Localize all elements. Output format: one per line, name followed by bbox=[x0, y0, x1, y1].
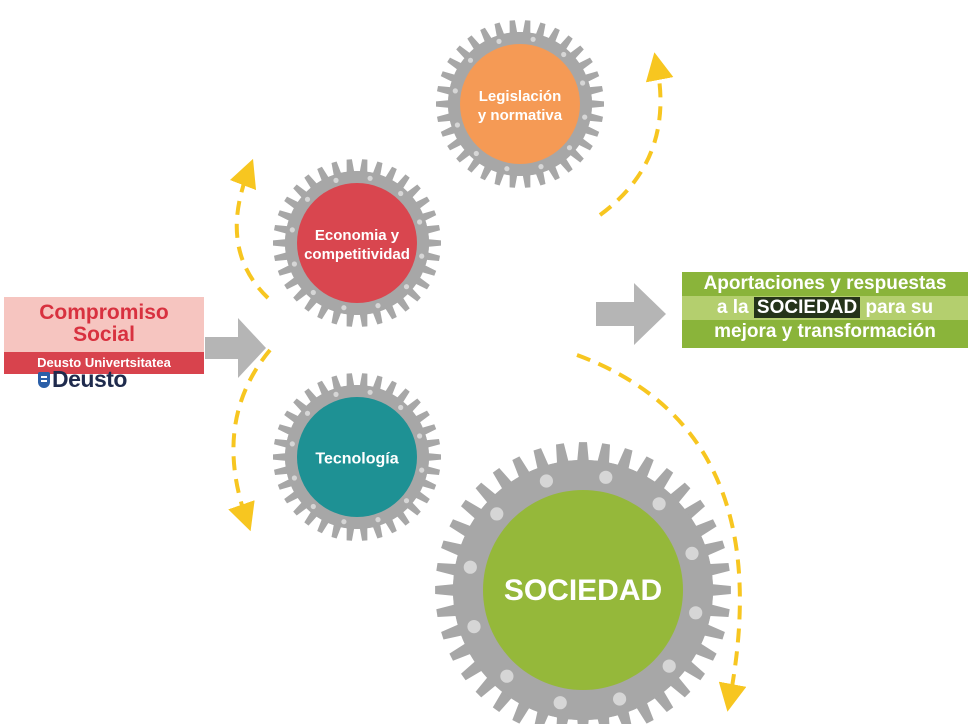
gear-tecnologia-face bbox=[297, 397, 417, 517]
output-line-2-before: a la bbox=[716, 297, 749, 318]
gear-tecnologia-label: Tecnología bbox=[315, 450, 398, 467]
gear-hole bbox=[467, 620, 481, 634]
gear-hole bbox=[613, 692, 627, 706]
gear-sociedad-label: SOCIEDAD bbox=[504, 574, 662, 607]
gear-hole bbox=[291, 261, 297, 267]
gear-legislacion-holes bbox=[452, 36, 588, 172]
gear-hole bbox=[417, 433, 423, 439]
gear-hole bbox=[403, 498, 410, 504]
gear-hole bbox=[452, 88, 458, 94]
gear-hole bbox=[289, 441, 295, 447]
left-gray-arrow bbox=[205, 318, 266, 378]
gear-legislacion-label: Legislación y normativa bbox=[478, 88, 563, 124]
gear-label-line: competitividad bbox=[304, 246, 410, 263]
gear-hole bbox=[685, 546, 699, 561]
gear-hole bbox=[490, 507, 504, 521]
gear-economia-label: Economia y competitividad bbox=[304, 227, 410, 263]
gear-hole bbox=[398, 190, 404, 197]
compromiso-social-title: Compromiso Social bbox=[4, 297, 204, 352]
shield-icon bbox=[38, 371, 50, 388]
gear-sociedad-holes bbox=[463, 470, 703, 710]
gear-legislacion: Legislación y normativa bbox=[436, 20, 604, 188]
gear-hole bbox=[463, 560, 477, 574]
gear-hole bbox=[291, 475, 297, 481]
gear-hole bbox=[375, 517, 381, 523]
gear-label-line: SOCIEDAD bbox=[504, 574, 662, 607]
gear-hole bbox=[310, 503, 316, 510]
gear-hole bbox=[367, 175, 373, 181]
gear-hole bbox=[454, 122, 460, 128]
gear-sociedad-face bbox=[483, 490, 683, 690]
gear-economia-holes bbox=[289, 175, 425, 311]
output-box: Aportaciones y respuestas a la SOCIEDAD … bbox=[682, 272, 968, 348]
gear-tecnologia-holes bbox=[289, 389, 425, 525]
gear-hole bbox=[289, 227, 295, 233]
output-line-1: Aportaciones y respuestas bbox=[703, 273, 947, 294]
title-line-2: Social bbox=[73, 323, 135, 346]
gear-tecnologia: Tecnología bbox=[273, 373, 441, 541]
gear-hole bbox=[582, 114, 588, 120]
gear-hole bbox=[333, 177, 339, 183]
gear-hole bbox=[310, 289, 316, 296]
gear-hole bbox=[504, 166, 510, 172]
gear-hole bbox=[341, 305, 347, 311]
deusto-logo: Deusto bbox=[38, 366, 127, 393]
output-line-3: mejora y transformación bbox=[714, 321, 936, 342]
dashed-arrow-sociedad bbox=[576, 353, 747, 712]
gear-economia-face bbox=[297, 183, 417, 303]
gear-hole bbox=[689, 606, 703, 620]
gear-hole bbox=[561, 51, 567, 58]
title-line-1: Compromiso bbox=[39, 301, 169, 324]
gear-hole bbox=[599, 470, 613, 484]
gear-hole bbox=[467, 57, 474, 63]
gear-hole bbox=[652, 497, 666, 511]
gear-hole bbox=[304, 410, 311, 416]
gear-label-line: Tecnología bbox=[315, 450, 398, 467]
output-line-2: a la SOCIEDAD para su bbox=[682, 296, 968, 320]
right-gray-arrow bbox=[596, 283, 666, 345]
deusto-univertsitatea-label: Deusto Univertsitatea bbox=[4, 352, 204, 374]
gear-label-line: y normativa bbox=[478, 107, 563, 124]
dashed-arrow-economia bbox=[229, 158, 270, 300]
gear-hole bbox=[304, 196, 311, 202]
gear-hole bbox=[539, 474, 554, 488]
gear-hole bbox=[580, 80, 586, 86]
gear-label-line: Legislación bbox=[479, 88, 562, 105]
output-line-2-after: para su bbox=[865, 297, 934, 318]
gear-hole bbox=[398, 404, 404, 411]
gear-hole bbox=[333, 391, 339, 397]
gear-label-line: Economia y bbox=[315, 227, 400, 244]
deusto-logo-text: Deusto bbox=[52, 366, 127, 392]
gear-hole bbox=[662, 659, 676, 673]
gear-hole bbox=[473, 150, 479, 157]
dashed-arrow-legislacion bbox=[598, 52, 674, 217]
gear-hole bbox=[417, 219, 423, 225]
gear-hole bbox=[419, 467, 425, 473]
gear-hole bbox=[419, 253, 425, 259]
gear-hole bbox=[496, 38, 502, 45]
gear-hole bbox=[538, 164, 544, 170]
gear-hole bbox=[375, 303, 381, 309]
gear-legislacion-face bbox=[460, 44, 580, 164]
gear-hole bbox=[367, 389, 373, 395]
sociedad-highlight: SOCIEDAD bbox=[753, 297, 861, 318]
gear-hole bbox=[403, 284, 410, 290]
gear-hole bbox=[500, 669, 514, 683]
gear-economia: Economia y competitividad bbox=[273, 159, 441, 327]
gear-sociedad: SOCIEDAD bbox=[435, 442, 731, 724]
compromiso-social-box: Compromiso Social Deusto Univertsitatea bbox=[4, 297, 204, 374]
gear-hole bbox=[341, 519, 347, 525]
gear-hole bbox=[566, 145, 573, 151]
gear-hole bbox=[553, 696, 567, 710]
gear-hole bbox=[530, 36, 536, 42]
